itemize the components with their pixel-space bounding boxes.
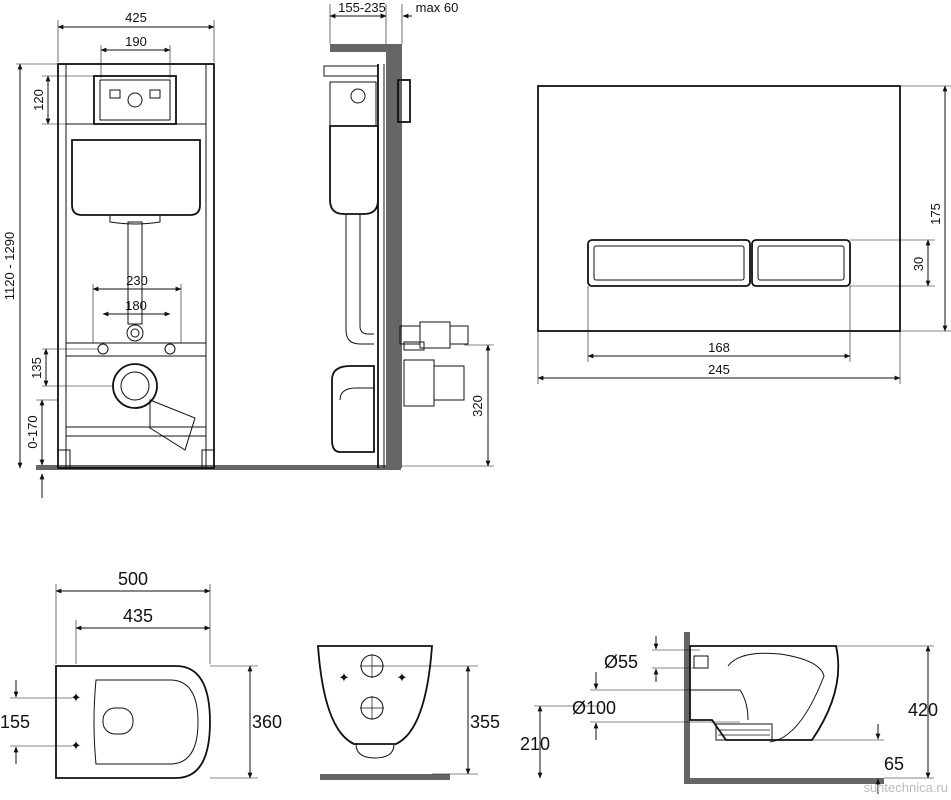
- bowl-outline-top: [55, 665, 211, 779]
- dim-bolt-inner: 180: [125, 298, 147, 313]
- control-plate: [93, 75, 177, 125]
- dim-plate-height: 120: [31, 89, 46, 111]
- dim-bowl-inner-length: 435: [123, 606, 153, 626]
- dim-frame-depth: 155-235: [338, 0, 386, 15]
- floor-line: [36, 465, 401, 470]
- flush-button-small[interactable]: [751, 239, 851, 287]
- bowl-outline-side: [689, 645, 840, 741]
- dim-bolt-height: 135: [29, 357, 44, 379]
- dim-leg-adjust: 0-170: [25, 415, 40, 448]
- bowl-seat-hole: [102, 707, 134, 735]
- dim-inlet-diameter: Ø55: [604, 652, 638, 672]
- dim-plate-width: 190: [125, 34, 147, 49]
- drain-side: [331, 365, 375, 453]
- dim-button-height: 30: [911, 257, 926, 271]
- dim-mount-spacing: 155: [0, 712, 30, 732]
- dim-outlet-height: 210: [520, 734, 550, 754]
- bolt-left: [97, 343, 109, 355]
- wall: [386, 44, 402, 468]
- dim-bolt-outer: 230: [126, 273, 148, 288]
- dim-bowl-back-height: 355: [470, 712, 500, 732]
- wall-hatch: [684, 632, 690, 780]
- dim-frame-width: 425: [125, 10, 147, 25]
- dim-outlet-height: 320: [470, 395, 485, 417]
- watermark: suntechnica.ru: [863, 780, 948, 795]
- svg-text:✦: ✦: [339, 670, 350, 685]
- dim-frame-height: 1120 - 1290: [2, 232, 17, 300]
- dim-button-width: 168: [708, 340, 730, 355]
- flush-pipe: [127, 221, 143, 325]
- flush-plate: [537, 85, 901, 332]
- dim-bowl-side-height: 420: [908, 700, 938, 720]
- bowl-outline-back: [317, 645, 433, 745]
- dim-wall-offset: max 60: [416, 0, 459, 15]
- frame-side-view: 155-235 max 60 320: [323, 0, 494, 468]
- frame-front-view: 425 190 120 1120 - 1290 230 180 135 0-17…: [2, 10, 401, 498]
- cistern: [71, 139, 201, 216]
- bowl-top-view: ✦ ✦ 500 435 360 155: [0, 569, 282, 779]
- bolt-right: [164, 343, 176, 355]
- bowl-side-view: Ø55 Ø100 210 420 65: [520, 632, 938, 794]
- svg-text:✦: ✦: [71, 690, 82, 705]
- dim-plate-width: 245: [708, 362, 730, 377]
- frame-outline: [57, 63, 215, 469]
- flush-button-large[interactable]: [587, 239, 751, 287]
- dim-floor-clearance: 65: [884, 754, 904, 774]
- bowl-back-view: ✦ ✦ 355: [317, 645, 500, 780]
- dim-bowl-width: 360: [252, 712, 282, 732]
- dim-bowl-length: 500: [118, 569, 148, 589]
- dim-outlet-diameter: Ø100: [572, 698, 616, 718]
- dim-plate-height: 175: [928, 203, 943, 225]
- flush-plate-view: 175 30 168 245: [537, 85, 951, 384]
- svg-text:✦: ✦: [397, 670, 408, 685]
- svg-text:✦: ✦: [71, 738, 82, 753]
- cistern-side: [329, 125, 379, 215]
